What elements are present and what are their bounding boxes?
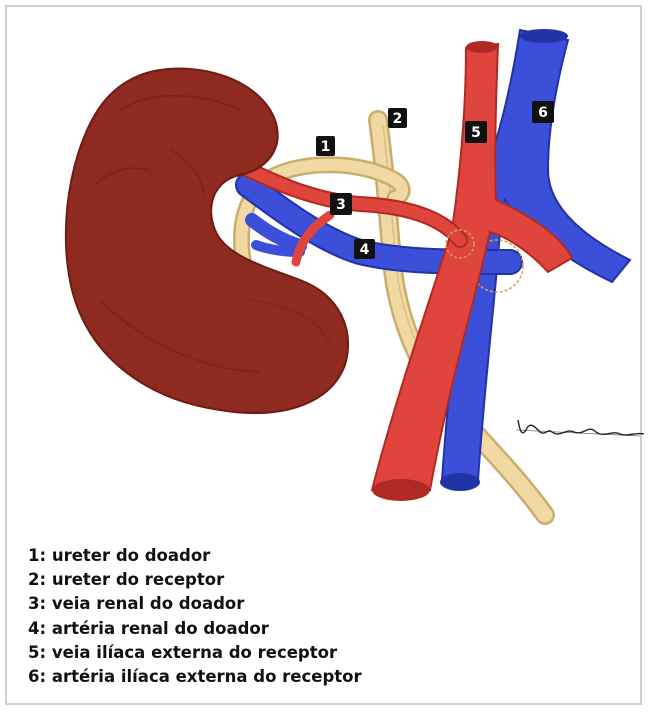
marker-2: 2 (388, 108, 407, 128)
marker-4: 4 (354, 239, 375, 259)
legend-item-3: 3: veia renal do doador (28, 592, 362, 616)
svg-text:2: 2 (393, 111, 403, 127)
svg-text:6: 6 (538, 105, 548, 121)
legend-item-5: 5: veia ilíaca externa do receptor (28, 641, 362, 665)
legend-item-6: 6: artéria ilíaca externa do receptor (28, 665, 362, 689)
artist-signature (516, 420, 644, 436)
kidney-transplant-illustration: 1 2 3 4 5 6 (0, 0, 649, 540)
legend-item-2: 2: ureter do receptor (28, 568, 362, 592)
svg-text:5: 5 (471, 125, 481, 141)
marker-3: 3 (330, 193, 352, 215)
svg-text:1: 1 (321, 139, 331, 155)
svg-text:3: 3 (336, 197, 346, 213)
marker-6: 6 (532, 101, 554, 123)
svg-text:4: 4 (360, 242, 370, 258)
marker-5: 5 (465, 121, 487, 143)
legend-item-1: 1: ureter do doador (28, 544, 362, 568)
marker-1: 1 (316, 136, 335, 156)
legend-list: 1: ureter do doador 2: ureter do recepto… (28, 544, 362, 689)
legend-item-4: 4: artéria renal do doador (28, 617, 362, 641)
